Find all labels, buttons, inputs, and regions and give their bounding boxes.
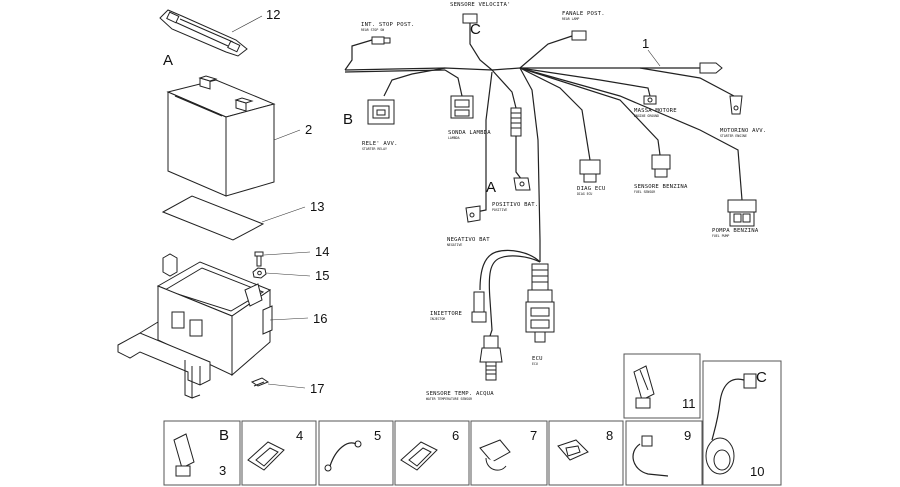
view-letter-a: A — [163, 52, 173, 69]
box-7: 7 — [470, 420, 548, 486]
callout-11: 11 — [682, 396, 696, 411]
svg-text:INJECTOR: INJECTOR — [430, 317, 445, 321]
box-3: B 3 — [163, 420, 241, 486]
wiring-harness — [344, 13, 757, 381]
callout-5: 5 — [374, 428, 381, 443]
label-positive: POSITIVO BAT. — [492, 202, 538, 208]
svg-text:POSITIVE: POSITIVE — [492, 208, 507, 212]
label-engine-ground: MASSA MOTORE — [634, 108, 677, 114]
nut — [252, 267, 267, 279]
label-fuel-sensor: SENSORE BENZINA — [634, 184, 688, 190]
label-water-temp: SENSORE TEMP. ACQUA — [426, 391, 494, 397]
label-ecu: ECU — [532, 356, 543, 362]
svg-text:ECU: ECU — [532, 362, 538, 366]
view-letter-a-positive: A — [486, 179, 496, 196]
callout-1: 1 — [642, 36, 649, 51]
svg-text:REAR LAMP: REAR LAMP — [562, 17, 579, 21]
callout-10: 10 — [750, 464, 764, 479]
label-negative: NEGATIVO BAT — [447, 237, 490, 243]
callout-9: 9 — [684, 428, 691, 443]
svg-text:WATER TEMPERATURE SENSOR: WATER TEMPERATURE SENSOR — [426, 397, 472, 401]
svg-text:FUEL PUMP: FUEL PUMP — [712, 234, 729, 238]
box-5: 5 — [318, 420, 394, 486]
view-letter-c: C — [470, 21, 481, 38]
box-4: 4 — [241, 420, 317, 486]
label-relay: RELE' AVV. — [362, 141, 398, 147]
svg-text:FUEL SENSOR: FUEL SENSOR — [634, 190, 655, 194]
callout-16: 16 — [313, 311, 327, 326]
label-stop-switch: INT. STOP POST. — [361, 22, 415, 28]
label-rear-lamp: FANALE POST. — [562, 11, 605, 17]
battery-box — [117, 253, 273, 399]
svg-text:B: B — [219, 427, 229, 444]
label-fuel-pump: POMPA BENZINA — [712, 228, 759, 234]
callout-14: 14 — [315, 244, 329, 259]
svg-text:DIAG ECU: DIAG ECU — [577, 192, 592, 196]
callout-2: 2 — [305, 122, 312, 137]
label-diag: DIAG ECU — [577, 186, 606, 192]
box-11: 11 — [623, 353, 701, 419]
svg-text:ENGINE GROUND: ENGINE GROUND — [634, 114, 659, 118]
box-8: 8 — [548, 420, 624, 486]
callout-7: 7 — [530, 428, 537, 443]
callout-13: 13 — [310, 199, 324, 214]
box-10: C 10 — [702, 360, 782, 486]
svg-text:STARTER RELAY: STARTER RELAY — [362, 147, 387, 151]
callout-12: 12 — [266, 7, 280, 22]
callout-3: 3 — [219, 463, 226, 478]
svg-text:NEGATIVE: NEGATIVE — [447, 243, 462, 247]
label-starter: MOTORINO AVV. — [720, 128, 766, 134]
svg-text:STARTER ENGINE: STARTER ENGINE — [720, 134, 747, 138]
label-speed-sensor: SENSORE VELOCITA' — [450, 2, 511, 8]
label-injector: INIETTORE — [430, 311, 463, 317]
battery-strap — [159, 9, 248, 57]
battery — [166, 75, 276, 197]
callout-15: 15 — [315, 268, 329, 283]
screw — [254, 251, 264, 267]
label-lambda: SONDA LAMBDA — [448, 130, 491, 136]
callout-6: 6 — [452, 428, 459, 443]
callout-17: 17 — [310, 381, 324, 396]
box-6: 6 — [394, 420, 470, 486]
callout-8: 8 — [606, 428, 613, 443]
svg-text:REAR STOP SW: REAR STOP SW — [361, 28, 384, 32]
box-9: 9 — [625, 420, 703, 486]
callout-4: 4 — [296, 428, 303, 443]
view-letter-c-box: C — [756, 369, 767, 386]
spring-clip — [250, 377, 270, 387]
view-letter-b: B — [343, 111, 353, 128]
svg-text:LAMBDA: LAMBDA — [448, 136, 460, 140]
battery-pad — [161, 195, 265, 241]
